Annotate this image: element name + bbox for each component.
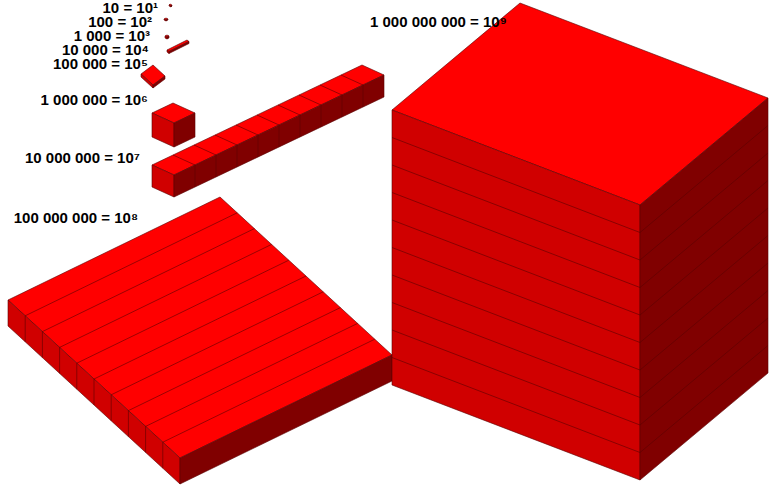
block-division [640,153,768,260]
block-left-face [141,74,153,88]
block-division [299,95,321,105]
block-division [94,379,95,405]
block-division [257,115,279,125]
block-division [236,125,258,135]
block-right-face [166,19,168,21]
power-label: 1 000 = 10³ [74,29,150,43]
block-division [320,85,342,95]
block-top-face [152,65,384,175]
block-division [128,411,129,437]
block-division [163,339,375,442]
power-label: 100 = 10² [88,15,152,29]
block-division [76,363,77,389]
block-division [215,135,237,145]
block-division [42,332,43,358]
power-label: 100 000 = 10⁵ [53,57,148,71]
block-division [60,244,272,347]
block-right-face [174,75,384,197]
block-division [25,316,26,342]
block-division [94,276,306,379]
block-left-face [152,165,174,197]
block-division [342,95,343,117]
block-division [363,85,364,107]
block-top-face [164,18,168,20]
power-label: 1 000 000 = 10⁶ [41,93,148,107]
power-label: 10 000 = 10⁴ [62,43,149,57]
block-division [640,208,768,315]
block-division [279,125,280,147]
block-division [111,292,323,395]
block-division [640,236,768,343]
block-top-face [8,197,392,458]
block-division [392,165,640,260]
block-division [640,346,768,453]
block-division [640,318,768,425]
block-division [128,308,340,411]
block-left-face [8,300,180,484]
block-division [392,330,640,425]
block-right-face [169,42,189,54]
block-division [640,126,768,233]
block-division [195,165,196,187]
block-top-face [167,40,189,52]
power-label: 10 000 000 = 10⁷ [25,151,140,165]
block-division [111,395,112,421]
block-division [392,358,640,453]
block-left-face [152,113,174,147]
block-division [194,145,216,155]
block-division [640,181,768,288]
block-right-face [153,76,165,88]
block-division [392,138,640,233]
block-top-face [169,4,172,6]
block-division [25,213,237,316]
block-division [173,155,195,165]
block-division [162,442,163,468]
block-division [392,275,640,370]
block-division [640,263,768,370]
block-right-face [180,355,392,484]
block-right-face [171,5,172,7]
power-label: 100 000 000 = 10⁸ [14,211,138,225]
block-right-face [167,36,169,39]
block-right-face [174,113,195,147]
block-division [278,105,300,115]
block-division [216,155,217,177]
block-division [59,347,60,373]
power-label: 1 000 000 000 = 10⁹ [370,15,507,29]
block-division [258,135,259,157]
block-division [237,145,238,167]
block-division [392,248,640,343]
block-left-face [392,110,640,480]
power-label: 10 = 10¹ [103,1,158,15]
block-left-face [169,5,171,7]
block-division [341,75,363,85]
block-right-face [640,98,768,480]
block-division [392,193,640,288]
block-division [42,229,254,332]
block-division [321,105,322,127]
block-division [300,115,301,137]
block-division [77,260,289,363]
block-division [145,426,146,452]
block-division [146,323,358,426]
block-division [392,220,640,315]
block-division [392,303,640,398]
block-division [640,291,768,398]
